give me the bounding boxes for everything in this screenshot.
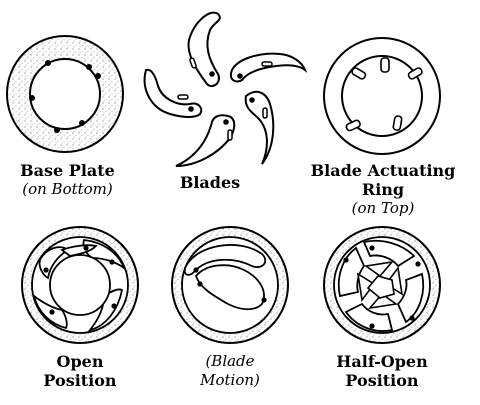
caption-motion-line2: Motion) <box>200 371 260 389</box>
caption-half-open: Half-Open Position <box>322 352 442 390</box>
caption-half-open-line2: Position <box>345 371 419 390</box>
caption-base-plate-title: Base Plate <box>20 161 115 180</box>
caption-blades-title: Blades <box>179 173 241 192</box>
base-plate-pins <box>29 60 101 133</box>
blade-left <box>143 68 203 118</box>
blade-motion <box>171 226 289 344</box>
blade-right-top <box>230 52 308 83</box>
caption-motion-line1: (Blade <box>205 352 255 370</box>
blade-top <box>187 11 221 88</box>
caption-actuating-ring-title: Blade Actuating Ring <box>310 161 456 199</box>
caption-base-plate-subtitle: (on Bottom) <box>22 180 113 198</box>
actuating-ring <box>323 37 441 155</box>
caption-actuating-ring: Blade Actuating Ring (on Top) <box>288 161 478 218</box>
base-plate <box>6 35 124 153</box>
motion-blade-inner <box>194 264 265 311</box>
caption-half-open-line1: Half-Open <box>336 352 428 371</box>
caption-actuating-ring-subtitle: (on Top) <box>351 199 415 217</box>
blade-pins <box>188 71 255 125</box>
caption-open-line1: Open <box>56 352 104 371</box>
caption-blades: Blades <box>160 173 260 192</box>
blade-slots <box>177 57 273 141</box>
open-position <box>21 226 139 344</box>
caption-base-plate: Base Plate (on Bottom) <box>5 161 130 199</box>
open-aperture <box>49 254 111 316</box>
half-open-aperture <box>366 275 395 299</box>
half-open-position <box>323 226 441 344</box>
blades-group <box>143 11 308 167</box>
actuating-ring-slots <box>345 57 423 132</box>
caption-blade-motion: (Blade Motion) <box>180 352 280 390</box>
motion-blade-outer <box>183 244 267 276</box>
caption-open-position: Open Position <box>30 352 130 390</box>
base-plate-hole <box>29 58 101 130</box>
caption-open-line2: Position <box>43 371 117 390</box>
blade-right-bottom <box>244 90 275 165</box>
